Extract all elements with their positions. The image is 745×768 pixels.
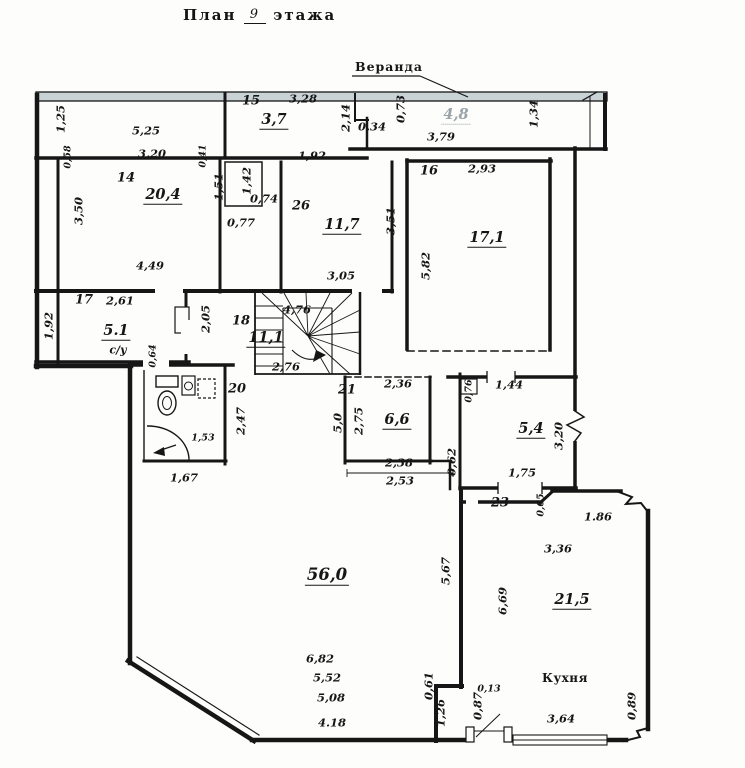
room-number: 16 bbox=[419, 163, 439, 179]
room-area: 21,5 bbox=[552, 590, 592, 610]
dim-label: 3,20 bbox=[551, 421, 566, 451]
dim-label: 0,64 bbox=[147, 344, 159, 368]
room-name: с/у bbox=[109, 343, 127, 357]
dim-label: 2,93 bbox=[467, 161, 497, 176]
dim-label: 5,0 bbox=[330, 412, 345, 434]
dim-label: 0,65 bbox=[535, 493, 547, 517]
dim-label: 3,64 bbox=[546, 711, 576, 726]
room-number: 20 bbox=[227, 381, 247, 397]
kitchen-window bbox=[465, 713, 608, 746]
staircase bbox=[254, 292, 362, 375]
dim-label: 0,74 bbox=[249, 191, 279, 206]
dim-label: 0,87 bbox=[470, 691, 485, 721]
dim-label: 0,77 bbox=[226, 215, 256, 230]
dim-label: 5,82 bbox=[418, 251, 433, 281]
dim-label: 0,41 bbox=[197, 144, 209, 168]
title-suffix: этажа bbox=[273, 6, 337, 24]
dim-label: 3,79 bbox=[426, 129, 456, 144]
room-area: 17,1 bbox=[467, 228, 507, 248]
dim-label: 6,82 bbox=[305, 651, 335, 666]
dim-label: 2,47 bbox=[233, 406, 248, 436]
room-name: Кухня bbox=[542, 671, 588, 685]
dim-label: 2,38 bbox=[384, 455, 414, 470]
dim-label: 3,36 bbox=[543, 541, 573, 556]
toilet-bowl bbox=[157, 390, 177, 416]
dim-label: 1,92 bbox=[41, 311, 56, 341]
room-number: 26 bbox=[291, 198, 311, 214]
room-number: 14 bbox=[116, 170, 136, 186]
dim-label: 5,08 bbox=[316, 690, 346, 705]
dim-label: 2,53 bbox=[385, 473, 415, 488]
corner-shower bbox=[146, 425, 190, 462]
room-area: 11,1 bbox=[246, 328, 286, 348]
room-number: 21 bbox=[337, 382, 357, 398]
balcony-door-leaf bbox=[475, 713, 501, 738]
dim-label: 0,89 bbox=[624, 691, 639, 721]
room-area: 6,6 bbox=[382, 410, 412, 430]
plan-title: План 9 этажа bbox=[183, 6, 336, 26]
room-number: 17 bbox=[74, 292, 94, 308]
dim-label: 1,44 bbox=[494, 377, 524, 392]
dim-label: 1,53 bbox=[191, 432, 215, 444]
dim-label: 5,67 bbox=[438, 556, 453, 586]
dim-label: 5,52 bbox=[312, 670, 342, 685]
dim-label: 2,14 bbox=[338, 103, 353, 133]
dim-label: 4,49 bbox=[135, 258, 165, 273]
washing-machine bbox=[197, 378, 216, 399]
room-area: 11,7 bbox=[322, 215, 362, 235]
dim-label: 1,51 bbox=[211, 172, 226, 202]
dim-label: 3,05 bbox=[326, 268, 356, 283]
toilet-tank bbox=[155, 375, 179, 388]
dim-label: 4.18 bbox=[317, 715, 347, 730]
dim-label: 3,51 bbox=[383, 206, 398, 236]
room-area: 20,4 bbox=[143, 185, 183, 205]
room-number: 15 bbox=[241, 93, 261, 109]
wall-openings bbox=[143, 285, 542, 745]
dim-label: 1,34 bbox=[526, 99, 541, 129]
dim-label: 2,36 bbox=[383, 376, 413, 391]
dim-label: 3,28 bbox=[288, 91, 318, 106]
sink bbox=[181, 375, 196, 396]
room-area: 4,8 bbox=[441, 105, 471, 125]
dim-label: 3,20 bbox=[137, 146, 167, 161]
room-area: 56,0 bbox=[304, 564, 350, 586]
dim-label: 3,50 bbox=[71, 196, 86, 226]
dim-label: 6,69 bbox=[495, 586, 510, 616]
shower-arrow bbox=[153, 447, 165, 456]
bathroom-fixtures bbox=[146, 375, 216, 462]
dim-label: 0,76 bbox=[463, 379, 475, 403]
floor-number: 9 bbox=[243, 7, 266, 24]
dim-label: 0.34 bbox=[357, 119, 387, 134]
dim-label: 2,61 bbox=[105, 293, 135, 308]
dim-label: 0,61 bbox=[421, 671, 436, 701]
dim-label: 1,92 bbox=[297, 148, 327, 163]
door-jambs bbox=[346, 371, 543, 494]
dim-label: 0,62 bbox=[444, 447, 459, 477]
room-number: 23 bbox=[490, 495, 510, 511]
room-area: 5,4 bbox=[516, 419, 546, 439]
dim-label: 1,26 bbox=[433, 698, 448, 728]
dim-label: 1,75 bbox=[507, 465, 537, 480]
dim-label: 5,25 bbox=[131, 123, 161, 138]
veranda-label: Веранда bbox=[355, 58, 423, 74]
dim-label: 2,75 bbox=[351, 406, 366, 436]
room-number: 18 bbox=[231, 313, 251, 329]
dim-label: 1,67 bbox=[169, 470, 199, 485]
veranda-leader-line bbox=[352, 75, 469, 98]
title-prefix: План bbox=[183, 6, 237, 24]
room-area: 5.1 bbox=[101, 321, 131, 341]
interior-walls bbox=[34, 92, 623, 743]
dim-label: 0,73 bbox=[393, 94, 408, 124]
dim-label: 4,76 bbox=[282, 302, 312, 317]
dim-label: 1.86 bbox=[583, 509, 613, 524]
dim-label: 0,58 bbox=[62, 145, 74, 169]
dim-label: 2,76 bbox=[271, 359, 301, 374]
dim-label: 2,05 bbox=[198, 304, 213, 334]
room-area: 3,7 bbox=[259, 110, 289, 130]
dim-label: 0,13 bbox=[477, 683, 501, 695]
dim-label: 1,25 bbox=[53, 104, 68, 134]
